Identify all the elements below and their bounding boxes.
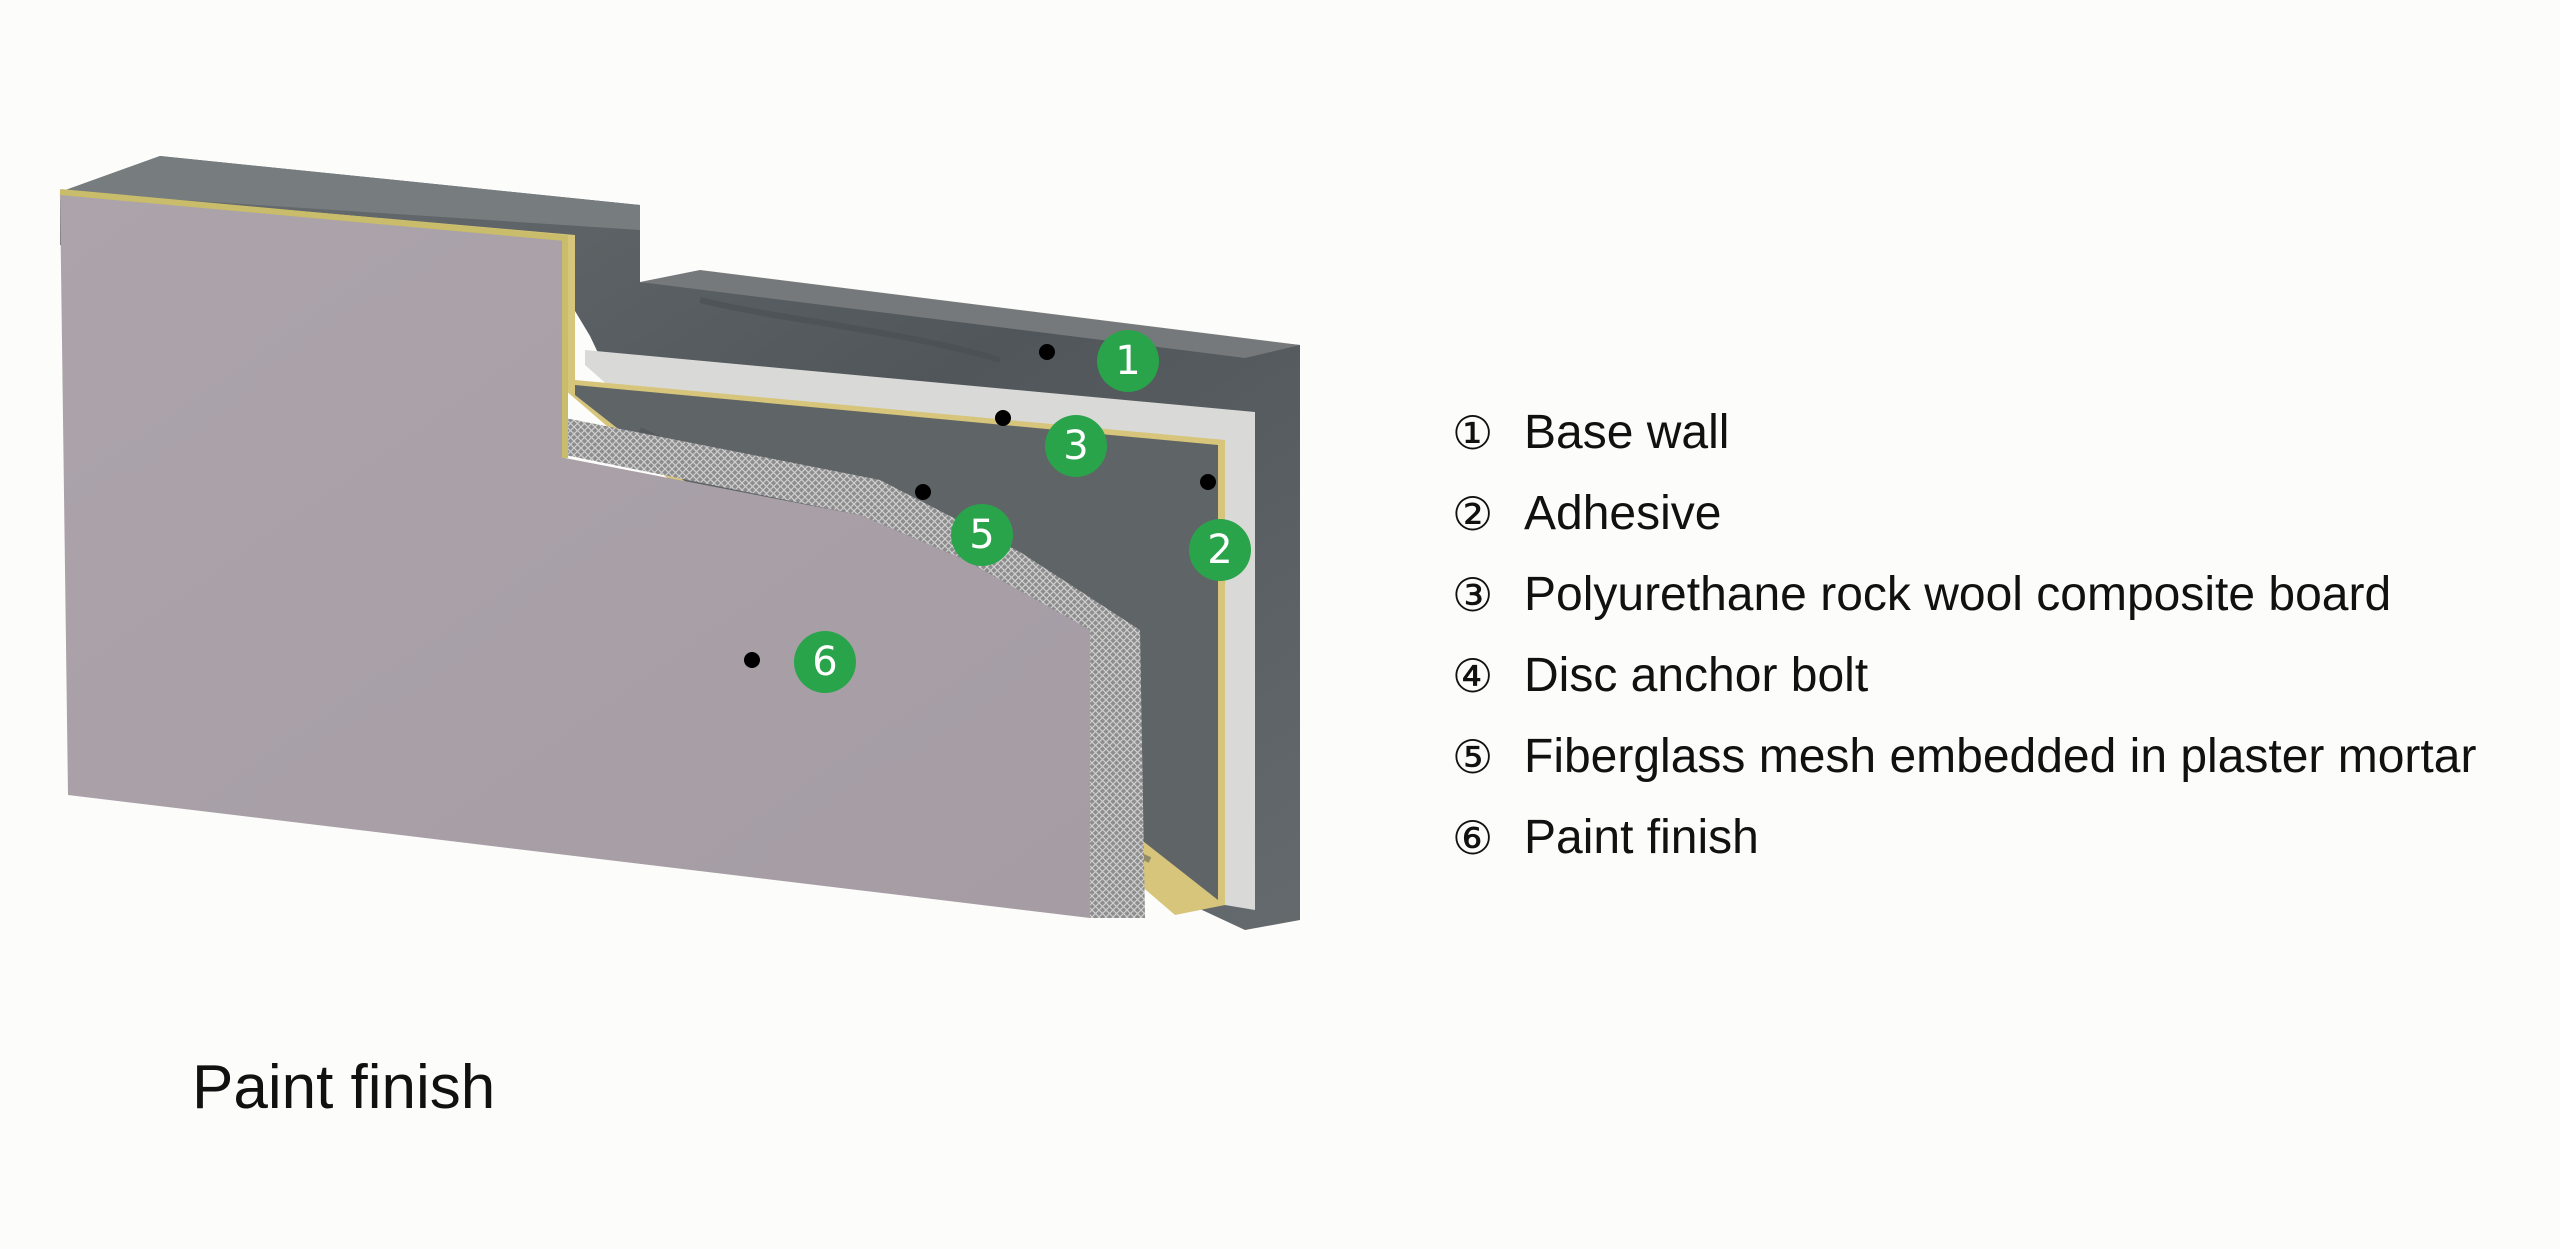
wall-layer-diagram: 1 2 3 5 6 [59,156,1300,930]
legend-label: Polyurethane rock wool composite board [1524,568,2392,621]
legend-marker: ① [1452,405,1494,460]
svg-text:2: 2 [1207,527,1232,573]
legend-label: Paint finish [1524,811,1759,864]
callout-marker-fiberglass-mesh: 5 [951,504,1013,566]
callout-dot [744,652,760,668]
legend-item-adhesive: ② Adhesive [1452,473,2552,554]
legend-item-base-wall: ① Base wall [1452,392,2552,473]
legend-item-anchor-bolt: ④ Disc anchor bolt [1452,635,2552,716]
legend-label: Adhesive [1524,487,1722,540]
legend-label: Fiberglass mesh embedded in plaster mort… [1524,730,2477,783]
legend-label: Base wall [1524,406,1730,459]
callout-marker-paint-finish: 6 [794,631,856,693]
legend-item-paint-finish: ⑥ Paint finish [1452,797,2552,878]
callout-dot [1200,474,1216,490]
diagram-caption: Paint finish [192,1053,496,1122]
svg-text:3: 3 [1063,423,1088,469]
svg-text:6: 6 [812,639,837,685]
legend-marker: ④ [1452,648,1494,703]
legend-item-fiberglass-mesh: ⑤ Fiberglass mesh embedded in plaster mo… [1452,716,2552,797]
callout-marker-base-wall: 1 [1097,330,1159,392]
layer-legend: ① Base wall ② Adhesive ③ Polyurethane ro… [1452,392,2552,878]
paint-finish-layer [60,192,1090,918]
callout-marker-adhesive: 2 [1189,519,1251,581]
legend-label: Disc anchor bolt [1524,649,1869,702]
callout-dot [995,410,1011,426]
callout-dot [915,484,931,500]
legend-item-insulation-board: ③ Polyurethane rock wool composite board [1452,554,2552,635]
svg-text:5: 5 [969,512,994,558]
legend-marker: ③ [1452,567,1494,622]
legend-marker: ⑥ [1452,810,1494,865]
svg-text:1: 1 [1115,338,1140,384]
legend-marker: ⑤ [1452,729,1494,784]
callout-dot [1039,344,1055,360]
callout-marker-insulation-board: 3 [1045,415,1107,477]
legend-marker: ② [1452,486,1494,541]
